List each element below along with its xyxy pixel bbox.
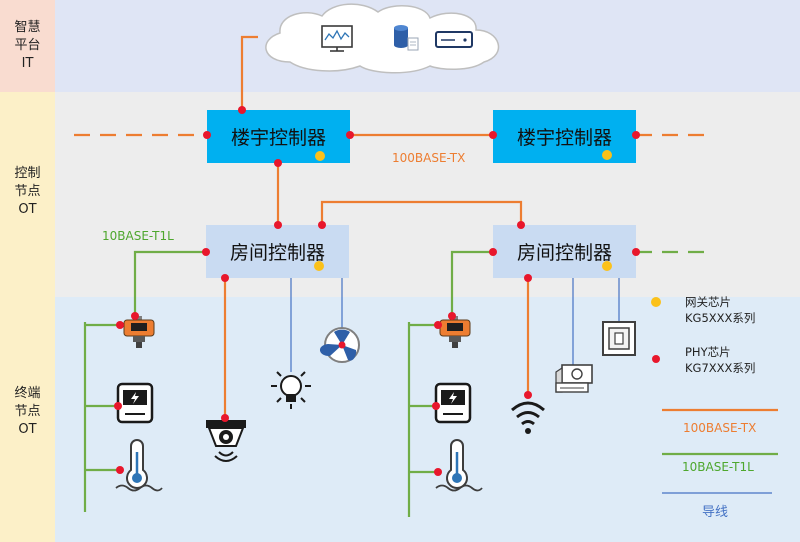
control-layer-sidebar [0,92,55,297]
terminal-layer-label: 终端 节点 OT [14,386,41,437]
legend-10base-label: 10BASE-T1L [682,460,754,474]
gas-detector-icon [123,316,155,348]
temperature-icon [435,439,483,492]
server-icon [435,31,473,48]
legend-phy-text: PHY芯片 KG7XXX系列 [685,345,756,375]
meter-icon [116,382,154,424]
building-controller-1-label: 楼宇控制器 [230,127,326,149]
cloud-icon [265,3,500,74]
light-bulb-icon [271,371,311,409]
room-controller-2-label: 房间控制器 [516,242,612,264]
building-controller-2: 楼宇控制器 [493,110,636,163]
building-controller-1: 楼宇控制器 [207,110,350,163]
control-layer-band [0,92,800,297]
database-icon [394,25,419,51]
air-conditioner-icon [555,364,593,393]
field-link-label: 10BASE-T1L [102,229,174,243]
meter-icon [434,382,472,424]
terminal-layer-sidebar [0,297,55,542]
building-controller-2-label: 楼宇控制器 [516,127,612,149]
room-controller-1-label: 房间控制器 [229,242,325,264]
temperature-icon [115,439,163,492]
camera-icon [206,420,246,462]
it-layer-label: 智慧 平台 IT [14,20,41,71]
room-controller-1: 房间控制器 [206,225,349,278]
legend-gateway-marker [651,297,661,307]
legend-100base-label: 100BASE-TX [683,421,757,435]
fan-icon [319,327,360,363]
gas-detector-icon [439,316,471,348]
legend-phy-marker [652,355,660,363]
wifi-icon [511,401,545,434]
backbone-link-label: 100BASE-TX [392,151,466,165]
legend-wire-label: 导线 [702,505,729,520]
monitor-icon [321,25,353,52]
legend-gateway-text: 网关芯片 KG5XXX系列 [685,295,756,325]
it-layer-sidebar [0,0,55,92]
room-controller-2: 房间控制器 [493,225,636,278]
control-layer-label: 控制 节点 OT [14,166,41,217]
switch-panel-icon [602,321,636,356]
